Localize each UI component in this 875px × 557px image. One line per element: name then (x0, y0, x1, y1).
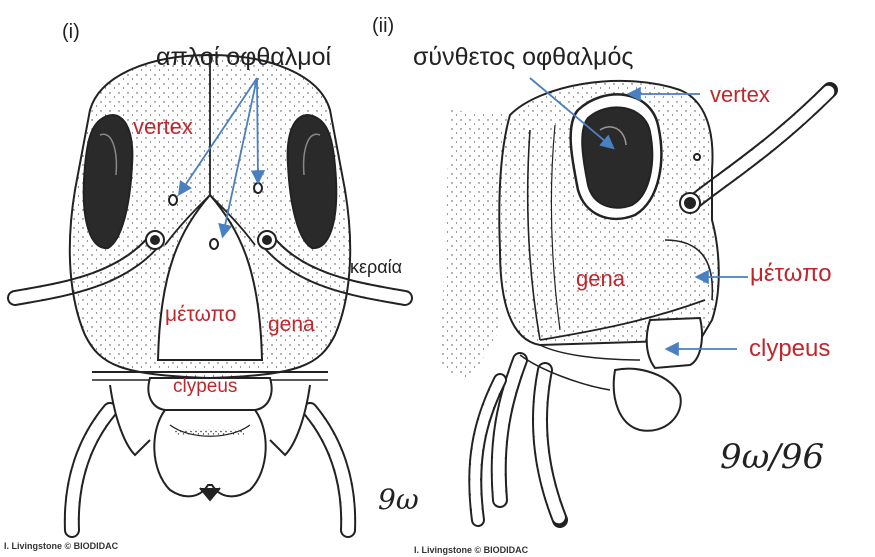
compound-eye-label: σύνθετος οφθαλμός (413, 45, 633, 70)
clypeus-label-i: clypeus (173, 377, 237, 396)
panel-ii-number: (ii) (372, 16, 394, 36)
artist-signature-ii: 9ω/96 (720, 440, 824, 474)
ocelli-label: απλοί οφθαλμοί (156, 45, 331, 70)
right-ocellus (254, 183, 262, 193)
lateral-clypeus (647, 318, 702, 368)
frons-label-ii: μέτωπο (750, 262, 832, 286)
median-ocellus (210, 239, 218, 249)
credit-ii: I. Livingstone © BIODIDAC (414, 546, 528, 555)
labrum (154, 410, 265, 496)
left-palp (72, 410, 110, 530)
vertex-label-i: vertex (133, 116, 193, 138)
artist-signature-i: 9ω (378, 486, 419, 514)
vertex-label-ii: vertex (710, 84, 770, 106)
clypeus-label-ii: clypeus (749, 337, 830, 361)
credit-i: I. Livingstone © BIODIDAC (4, 542, 118, 551)
panel-i-head (15, 55, 405, 530)
panel-i-number: (i) (62, 22, 80, 42)
lateral-palps (475, 360, 560, 520)
frons-label-i: μέτωπο (165, 304, 236, 325)
antenna-label: κεραία (350, 258, 402, 276)
gena-label-i: gena (268, 314, 315, 335)
gena-label-ii: gena (576, 268, 625, 290)
left-ocellus (169, 195, 177, 205)
right-palp (310, 410, 348, 530)
lateral-labrum (614, 369, 681, 431)
